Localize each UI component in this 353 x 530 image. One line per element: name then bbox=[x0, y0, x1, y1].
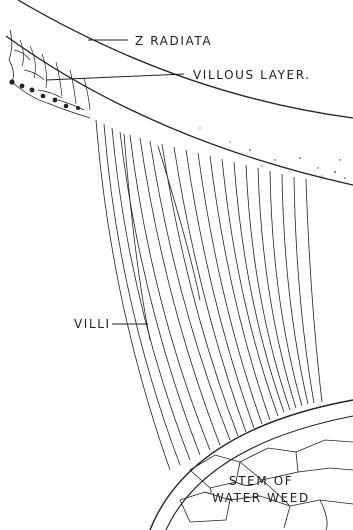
zona-radiata-band bbox=[6, 0, 353, 185]
water-weed-stem bbox=[150, 400, 353, 530]
label-villi: VILLI bbox=[74, 317, 111, 331]
label-villous-layer: VILLOUS LAYER. bbox=[193, 68, 311, 82]
villi-threads bbox=[96, 120, 322, 470]
label-zona-radiata: Z RADIATA bbox=[135, 34, 212, 48]
leader-lines bbox=[46, 40, 184, 324]
leader-line-villous-layer bbox=[46, 74, 184, 80]
villous-layer-texture bbox=[9, 30, 90, 118]
label-stem-line-1: STEM OF bbox=[229, 474, 293, 488]
label-stem-line-2: WATER WEED bbox=[212, 491, 310, 505]
